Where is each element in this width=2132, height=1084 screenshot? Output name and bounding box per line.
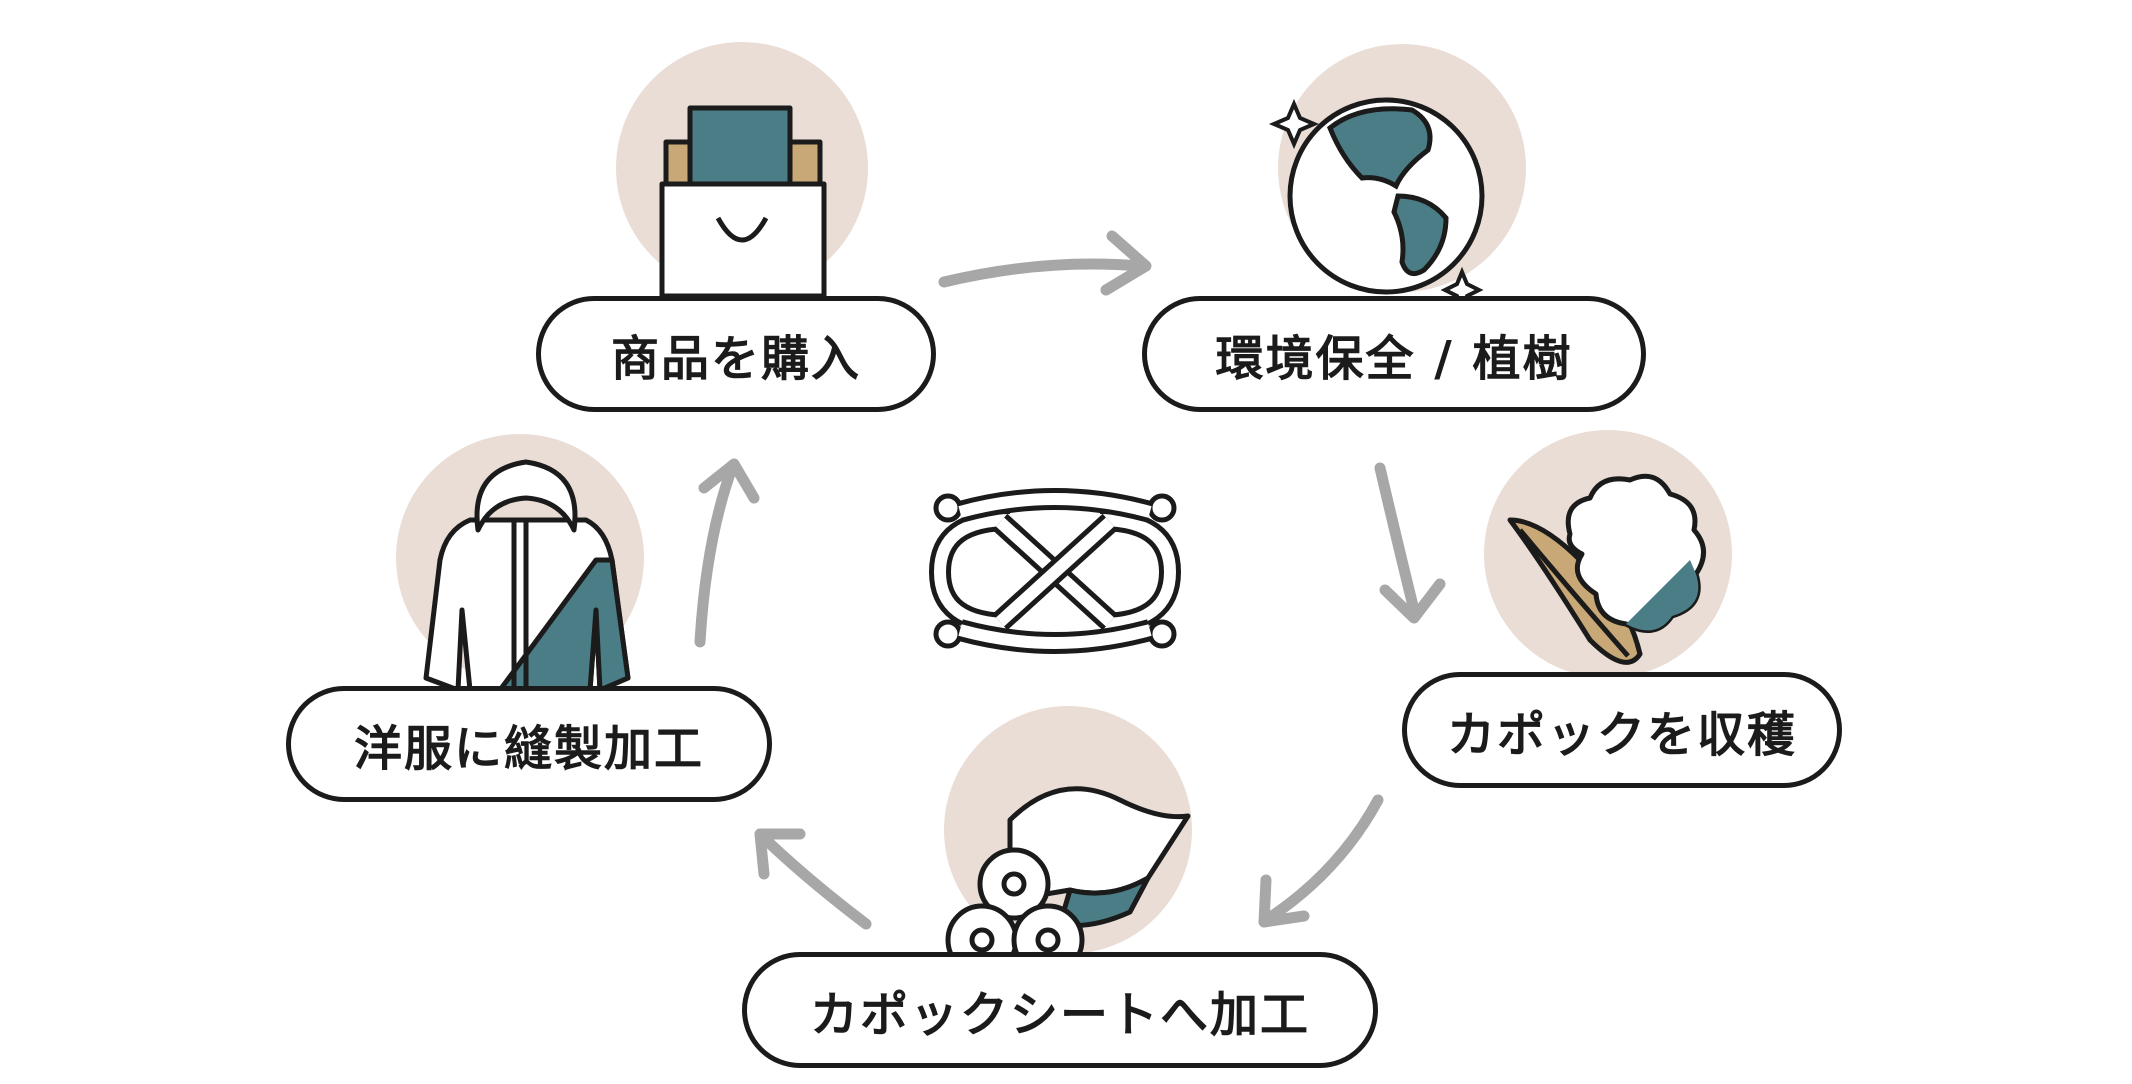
arrow-sheet-to-sew [758, 832, 872, 930]
knot-cross-2-inner [995, 517, 1115, 627]
arrow-env-to-harvest [1374, 462, 1420, 616]
arrow-harvest-to-sheet [1266, 794, 1384, 922]
step-sheet-label: カポックシートへ加工 [742, 952, 1378, 1068]
arrow-sew-to-purchase [694, 462, 738, 648]
step-environment-label: 環境保全 / 植樹 [1142, 296, 1646, 412]
globe-icon [1268, 97, 1485, 314]
knot-end-4 [1147, 619, 1177, 649]
cycle-arrows [694, 230, 1446, 930]
step-sew-label: 洋服に縫製加工 [286, 686, 772, 802]
knot-bottom-inner [958, 624, 1152, 649]
shopping-bag-icon [659, 105, 827, 299]
globe-continent-north [1326, 106, 1433, 190]
arrow-purchase-to-env-head [1100, 230, 1152, 296]
knot-end-3 [933, 619, 963, 649]
step-purchase-label: 商品を購入 [536, 296, 936, 412]
sheet-roll-2-core [969, 927, 995, 953]
knot-end-2 [1147, 493, 1177, 523]
jacket-icon [423, 459, 631, 693]
bag-smile [715, 216, 769, 243]
knot-top-inner [958, 493, 1152, 518]
kapok-pod-icon [1507, 473, 1706, 665]
arrow-sew-to-purchase-head [698, 458, 760, 504]
kapok-fluff-shade [1626, 560, 1699, 631]
kapok-pod-seam [1518, 528, 1630, 658]
knot-loop-right-inner [1099, 514, 1177, 630]
sparkle-icon [1268, 98, 1320, 150]
knot-end-1 [933, 493, 963, 523]
step-harvest-label: カポックを収穫 [1402, 672, 1842, 788]
knot-icon [928, 488, 1182, 654]
arrow-env-to-harvest-head [1379, 578, 1446, 624]
sheet-roll-1-core [1001, 871, 1027, 897]
arrow-purchase-to-env [938, 258, 1146, 288]
knot-loop-left-inner [933, 514, 1011, 630]
arrow-sheet-to-sew-head [754, 828, 806, 880]
sheet-roll-3-core [1035, 927, 1061, 953]
bag-item-box [687, 105, 793, 197]
jacket-hood [474, 459, 578, 533]
globe-continent-south [1391, 193, 1449, 277]
arrow-harvest-to-sheet-head [1258, 874, 1310, 928]
